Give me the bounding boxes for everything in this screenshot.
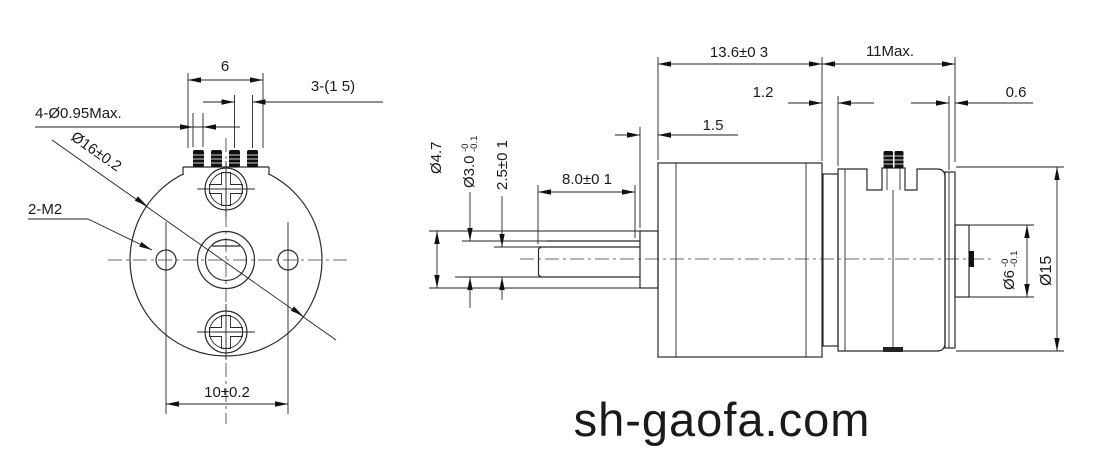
svg-text:Ø3.0: Ø3.0 [461, 155, 478, 188]
bottom-tab [883, 347, 903, 352]
dim-body-diameter-side: Ø15 [956, 166, 1064, 352]
bottom-screw [197, 304, 255, 360]
output-shaft [537, 240, 640, 278]
dim-joint-gap: 1.2 [753, 84, 874, 166]
front-view: 6 3-(1 5) 4-Ø0.95Max. Ø16±0.2 [28, 58, 383, 424]
dim-hole-spacing: 10±0.2 [165, 222, 289, 414]
svg-text:Ø16±0.2: Ø16±0.2 [68, 128, 125, 175]
phillips-cross-icon [209, 172, 243, 206]
svg-text:6: 6 [221, 58, 229, 75]
dim-flat-length: 8.0±0 1 [537, 171, 636, 244]
top-screw [197, 161, 255, 217]
svg-text:-0: -0 [460, 144, 471, 152]
svg-text:4-Ø0.95Max.: 4-Ø0.95Max. [35, 105, 122, 122]
svg-text:-0.1: -0.1 [1009, 251, 1020, 267]
side-view: 13.6±0 3 11Max. 1.2 0.6 [428, 43, 1064, 358]
rear-shaft-nub [969, 251, 974, 267]
svg-text:Ø15: Ø15 [1038, 256, 1055, 286]
terminal-pins-side [883, 151, 904, 168]
watermark-text: sh-gaofa.com [574, 393, 871, 446]
svg-text:13.6±0 3: 13.6±0 3 [710, 44, 768, 61]
dim-mounting-holes: 2-M2 [28, 201, 153, 251]
svg-text:10±0.2: 10±0.2 [204, 384, 250, 401]
svg-text:0.6: 0.6 [1006, 84, 1027, 101]
dim-motor-length: 11Max. [822, 43, 956, 162]
dim-pin-pitch: 3-(1 5) [203, 78, 383, 148]
phillips-cross-icon [209, 315, 243, 349]
gearbox-body [657, 162, 823, 358]
svg-text:Ø6: Ø6 [1001, 270, 1018, 290]
dim-flat-height: 2.5±0 1 [494, 140, 538, 300]
shaft-collar [639, 230, 659, 289]
svg-text:Ø4.7: Ø4.7 [428, 141, 445, 174]
terminal-pins-front [193, 150, 258, 167]
svg-text:8.0±0 1: 8.0±0 1 [562, 171, 612, 188]
svg-text:-0: -0 [1000, 259, 1011, 267]
svg-text:3-(1 5): 3-(1 5) [311, 78, 355, 95]
svg-text:-0.1: -0.1 [469, 136, 480, 152]
svg-text:11Max.: 11Max. [866, 43, 914, 60]
svg-text:2-M2: 2-M2 [28, 201, 62, 218]
dim-rear-cap: 0.6 [911, 84, 1033, 170]
dim-boss-diameter: Ø6 -0 -0.1 [969, 224, 1034, 298]
dim-collar-protrusion: 1.5 [615, 117, 738, 228]
dim-pin-row-width: 6 [187, 58, 264, 148]
rear-cap [944, 171, 974, 349]
dim-pin-diameter: 4-Ø0.95Max. [35, 105, 240, 147]
motor-can [837, 167, 946, 352]
dim-shaft-diameter: Ø3.0 -0 -0.1 [455, 136, 548, 308]
dim-collar-diameter: Ø4.7 [428, 141, 640, 289]
joint-ring [822, 173, 839, 347]
svg-text:1.5: 1.5 [703, 117, 724, 134]
rear-boss [954, 224, 970, 298]
shaft-hub [196, 230, 256, 290]
svg-text:1.2: 1.2 [753, 84, 774, 101]
svg-text:2.5±0 1: 2.5±0 1 [494, 140, 511, 190]
dim-gearbox-length: 13.6±0 3 [657, 44, 823, 161]
